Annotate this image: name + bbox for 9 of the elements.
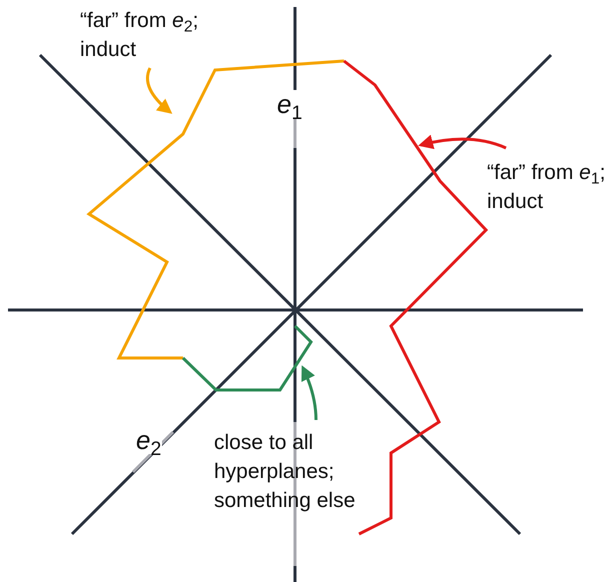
leader-arrow — [418, 134, 507, 150]
annotation-text: “far” from e$_{1}$; induct — [487, 158, 609, 216]
path-segment — [182, 324, 313, 392]
leader-arrow — [301, 365, 318, 420]
annotation-text: close to all hyperplanes; something else — [214, 428, 374, 515]
annotation-text: “far” from e$_{2}$; induct — [80, 6, 215, 64]
vector-label: e$_{1}$ — [276, 90, 304, 118]
leader-arrow — [146, 67, 172, 114]
path-segment — [86, 60, 344, 360]
